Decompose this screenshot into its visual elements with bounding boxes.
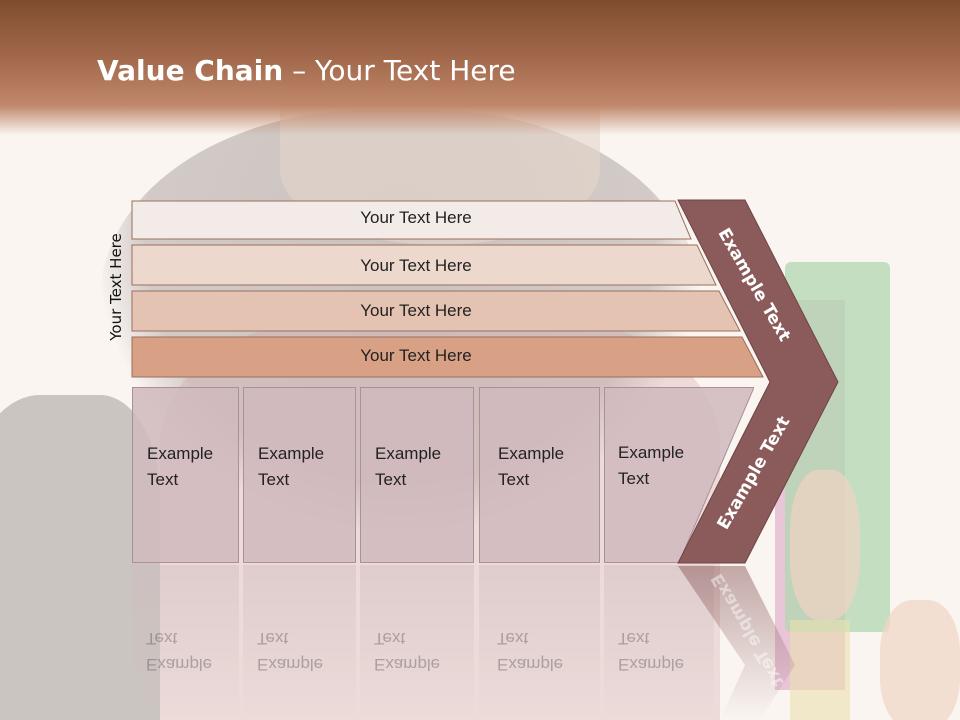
box-3-reflection-text: Example Text — [374, 625, 474, 677]
row-3-label: Your Text Here — [360, 301, 472, 320]
box-3-reflection-line2: Text — [374, 629, 406, 648]
box-1-reflection-text: Example Text — [146, 625, 246, 677]
box-5-reflection-line2: Text — [618, 629, 650, 648]
box-2-line2: Text — [258, 470, 290, 489]
box-2-reflection-text: Example Text — [257, 625, 357, 677]
slide-title[interactable]: Value Chain – Your Text Here — [97, 54, 516, 87]
row-2-label: Your Text Here — [360, 256, 472, 275]
box-4-reflection: Example Text — [479, 565, 600, 720]
box-1-reflection-line2: Text — [146, 629, 178, 648]
box-4-reflection-text: Example Text — [497, 625, 597, 677]
box-1-line1: Example — [147, 444, 214, 463]
photo-hand-lower — [880, 600, 960, 720]
photo-book-yellow — [790, 620, 850, 720]
box-2-reflection-line1: Example — [257, 655, 324, 674]
box-5-reflection: Example Text — [604, 565, 714, 720]
box-5-line2: Text — [618, 469, 650, 488]
box-5-reflection-line1: Example — [618, 655, 685, 674]
box-4-line2: Text — [498, 470, 530, 489]
box-1-reflection-line1: Example — [146, 655, 213, 674]
box-5-line1: Example — [618, 443, 685, 462]
box-4-reflection-line1: Example — [497, 655, 564, 674]
title-bold: Value Chain — [97, 54, 284, 87]
box-2-reflection: Example Text — [243, 565, 356, 720]
title-rest: – Your Text Here — [283, 54, 516, 87]
box-5-reflection-text: Example Text — [618, 625, 718, 677]
box-2-reflection-line2: Text — [257, 629, 289, 648]
box-3-reflection: Example Text — [360, 565, 474, 720]
box-4-reflection-line2: Text — [497, 629, 529, 648]
box-3-line2: Text — [375, 470, 407, 489]
box-1-reflection: Example Text — [132, 565, 239, 720]
box-4-line1: Example — [498, 444, 565, 463]
box-3-line1: Example — [375, 444, 442, 463]
row-1-label: Your Text Here — [360, 208, 472, 227]
row-4-label: Your Text Here — [360, 346, 472, 365]
box-2-line1: Example — [258, 444, 325, 463]
box-1-line2: Text — [147, 470, 179, 489]
box-3-reflection-line1: Example — [374, 655, 441, 674]
title-band — [0, 0, 960, 135]
